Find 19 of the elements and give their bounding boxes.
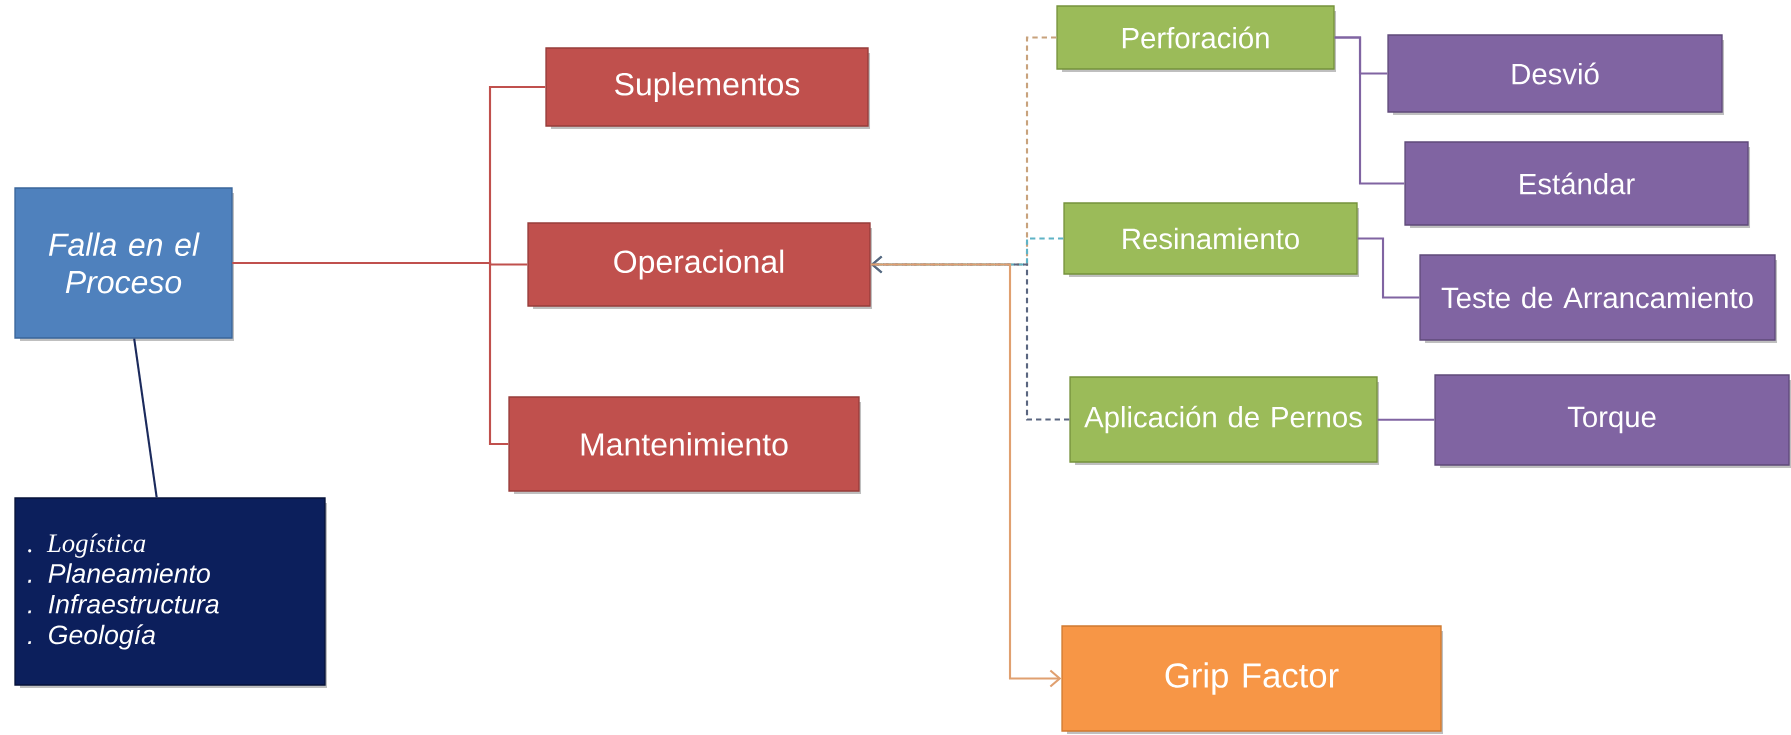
connector-line bbox=[133, 338, 158, 498]
step-box: Aplicación de Pernos bbox=[1069, 376, 1379, 465]
list-box: . Logística . Planeamiento . Infraestructura . Geología bbox=[14, 497, 327, 688]
connector-line bbox=[1357, 237, 1420, 299]
arrow bbox=[870, 263, 1062, 688]
connector-line bbox=[1334, 36, 1405, 185]
substep-box: Teste de Arrancamiento bbox=[1419, 254, 1778, 343]
root-box: Falla en el Proceso bbox=[14, 187, 234, 341]
substep-box: Estándar bbox=[1404, 141, 1750, 228]
substep-box: Torque bbox=[1434, 374, 1791, 468]
step-box: Perforación bbox=[1056, 5, 1336, 72]
connector-line bbox=[232, 261, 509, 446]
category-box: Suplementos bbox=[545, 47, 870, 129]
result-box: Grip Factor bbox=[1061, 625, 1443, 734]
connector-line bbox=[1377, 418, 1435, 421]
category-box: Mantenimiento bbox=[508, 396, 861, 494]
category-box: Operacional bbox=[527, 222, 872, 309]
substep-box: Desvió bbox=[1387, 34, 1725, 115]
step-box: Resinamiento bbox=[1063, 202, 1359, 277]
